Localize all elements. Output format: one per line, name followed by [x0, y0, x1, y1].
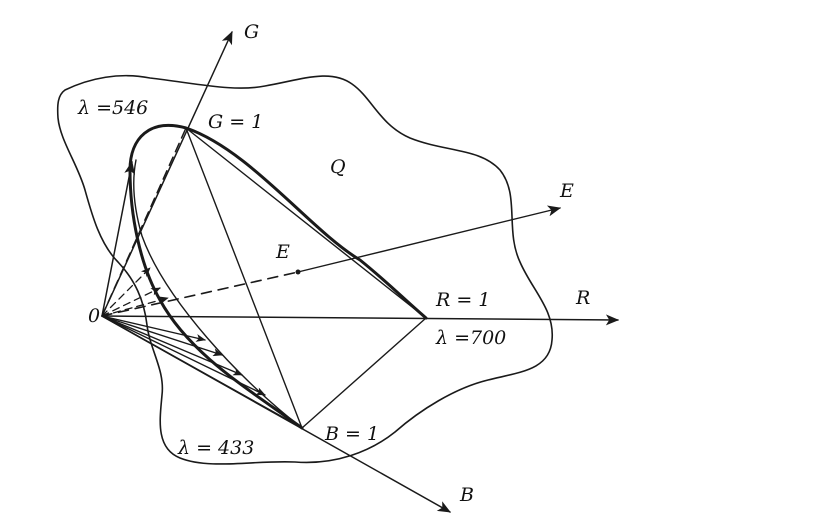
origin-label: 0	[88, 305, 100, 327]
vector-locus-lower-1	[101, 315, 206, 342]
dashed-vector-to-g	[101, 127, 187, 317]
r-unit-label: R = 1	[435, 289, 490, 311]
lambda-700-label: λ =700	[435, 327, 506, 349]
spectrum-locus-curve	[128, 123, 428, 430]
b-axis-label: B	[459, 484, 474, 506]
vector-to-b-unit	[101, 315, 303, 429]
e-axis-dashed	[101, 271, 299, 317]
vector-locus-lower-2	[101, 315, 223, 357]
vector-locus-lower-3	[101, 315, 243, 376]
g-axis-label: G	[244, 21, 259, 43]
r-axis-label: R	[575, 287, 590, 309]
dashed-vector-locus-2	[101, 287, 161, 317]
g-unit-label: G = 1	[208, 111, 263, 133]
plane-region-q	[56, 74, 553, 465]
triangle-side-r-b	[301, 317, 427, 429]
triangle-side-g-b	[185, 127, 303, 429]
b-unit-label: B = 1	[324, 423, 379, 445]
r-axis-line	[101, 314, 620, 326]
e-axis-line	[297, 205, 562, 273]
lambda-433-label: λ = 433	[177, 437, 254, 459]
e-axis-label: E	[559, 180, 574, 202]
dashed-vector-locus-3	[101, 296, 169, 317]
lambda-546-label: λ =546	[77, 97, 148, 119]
vector-locus-lower-4	[101, 315, 266, 396]
triangle-side-g-r	[185, 127, 427, 319]
q-region-label: Q	[330, 156, 346, 178]
e-point-marker	[295, 269, 301, 275]
e-point-label: E	[275, 241, 290, 263]
vector-locus-upper	[101, 160, 136, 317]
